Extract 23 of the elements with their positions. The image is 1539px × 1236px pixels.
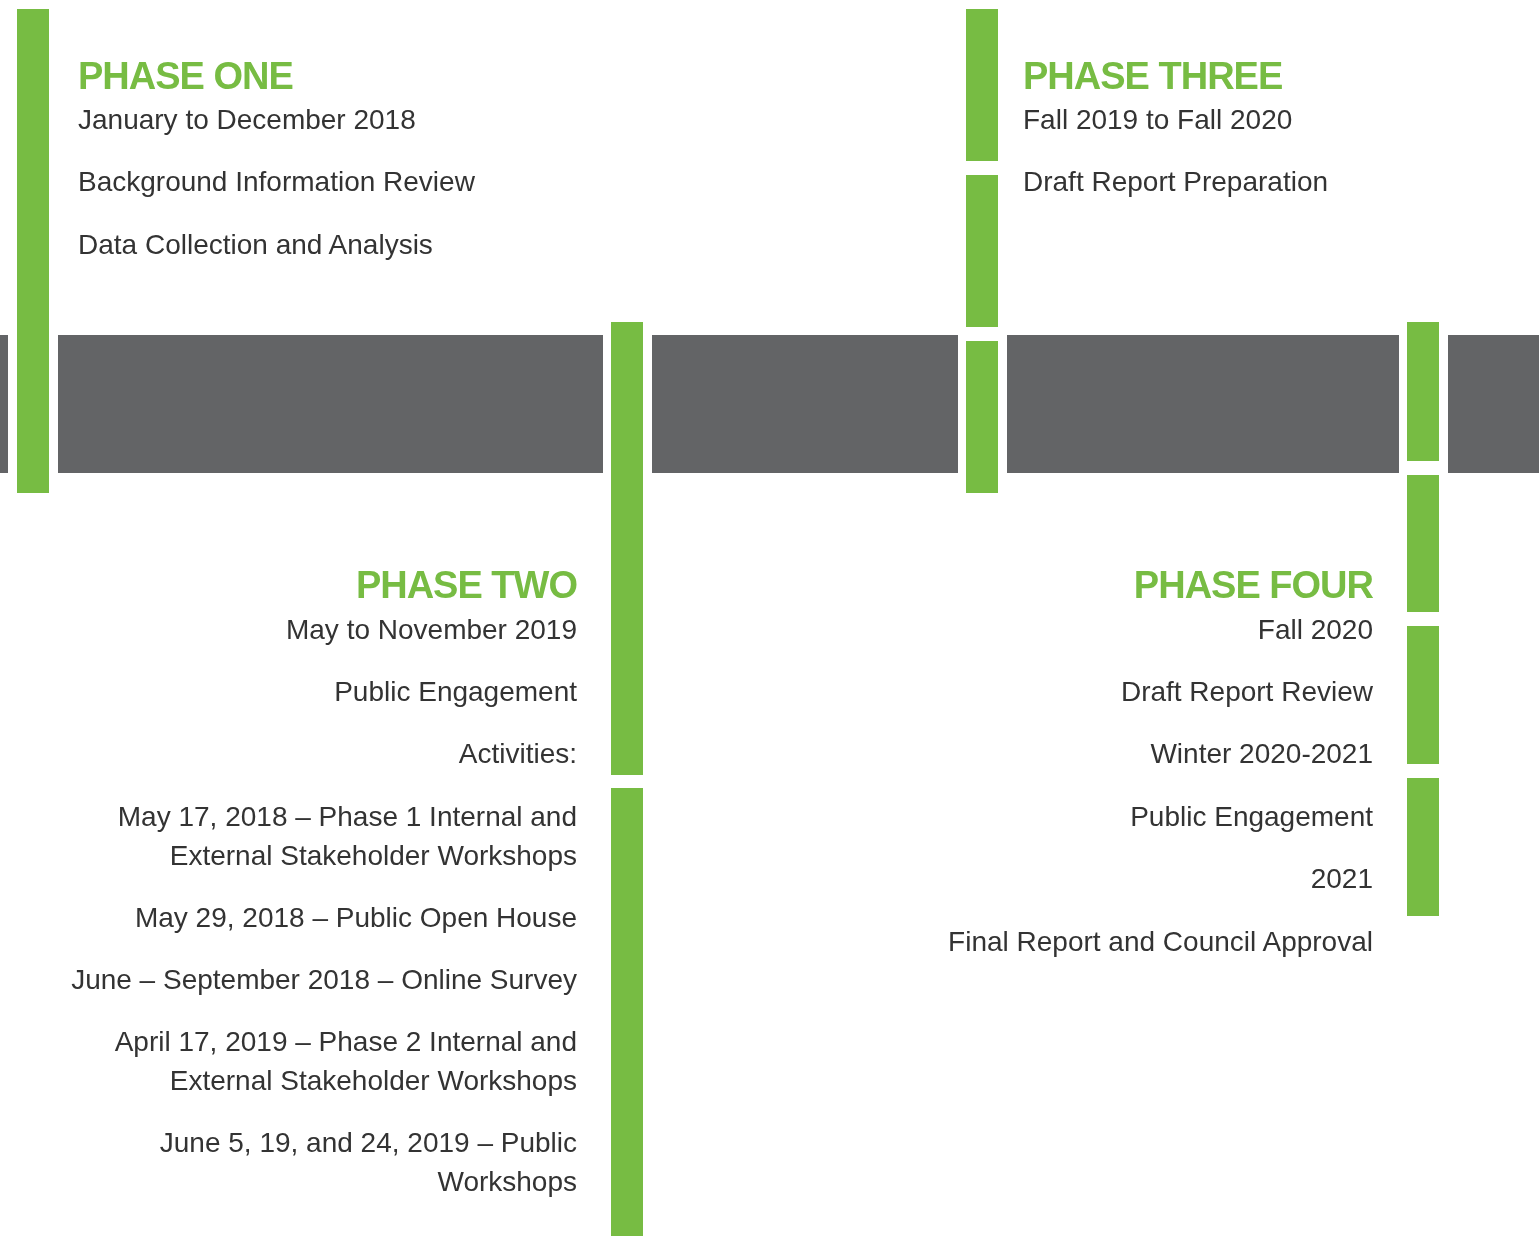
phase-date-range: January to December 2018	[78, 102, 417, 137]
milestone-text: Public Engagement	[1129, 799, 1373, 834]
phase-heading: PHASE ONE	[78, 54, 294, 98]
milestone-text: Data Collection and Analysis	[78, 227, 434, 262]
milestone-text: May 17, 2018 – Phase 1 Internal and External Stakeholder Workshops	[116, 799, 577, 873]
milestone-text: Public Engagement	[333, 674, 577, 709]
phase-date-range: Fall 2019 to Fall 2020	[1023, 102, 1294, 137]
phase-date-range: Fall 2020	[1256, 612, 1373, 647]
phase-heading: PHASE FOUR	[1132, 563, 1373, 607]
milestone-text: Activities:	[457, 736, 577, 771]
phase-heading: PHASE TWO	[354, 563, 577, 607]
phase-date-range: May to November 2019	[284, 612, 577, 647]
milestone-text: Background Information Review	[78, 164, 476, 199]
milestone-text: Draft Report Review	[1119, 674, 1373, 709]
milestone-text: May 29, 2018 – Public Open House	[133, 900, 577, 935]
milestone-text: June 5, 19, and 24, 2019 – Public Workshops	[158, 1125, 577, 1199]
milestone-text: June – September 2018 – Online Survey	[70, 962, 577, 997]
milestone-text: Winter 2020-2021	[1149, 736, 1373, 771]
milestone-text: 2021	[1309, 861, 1373, 896]
milestone-text: Draft Report Preparation	[1023, 164, 1330, 199]
milestone-text: Final Report and Council Approval	[947, 924, 1373, 959]
phase-heading: PHASE THREE	[1023, 54, 1284, 98]
milestone-text: April 17, 2019 – Phase 2 Internal and External Stakeholder Workshops	[113, 1024, 577, 1098]
